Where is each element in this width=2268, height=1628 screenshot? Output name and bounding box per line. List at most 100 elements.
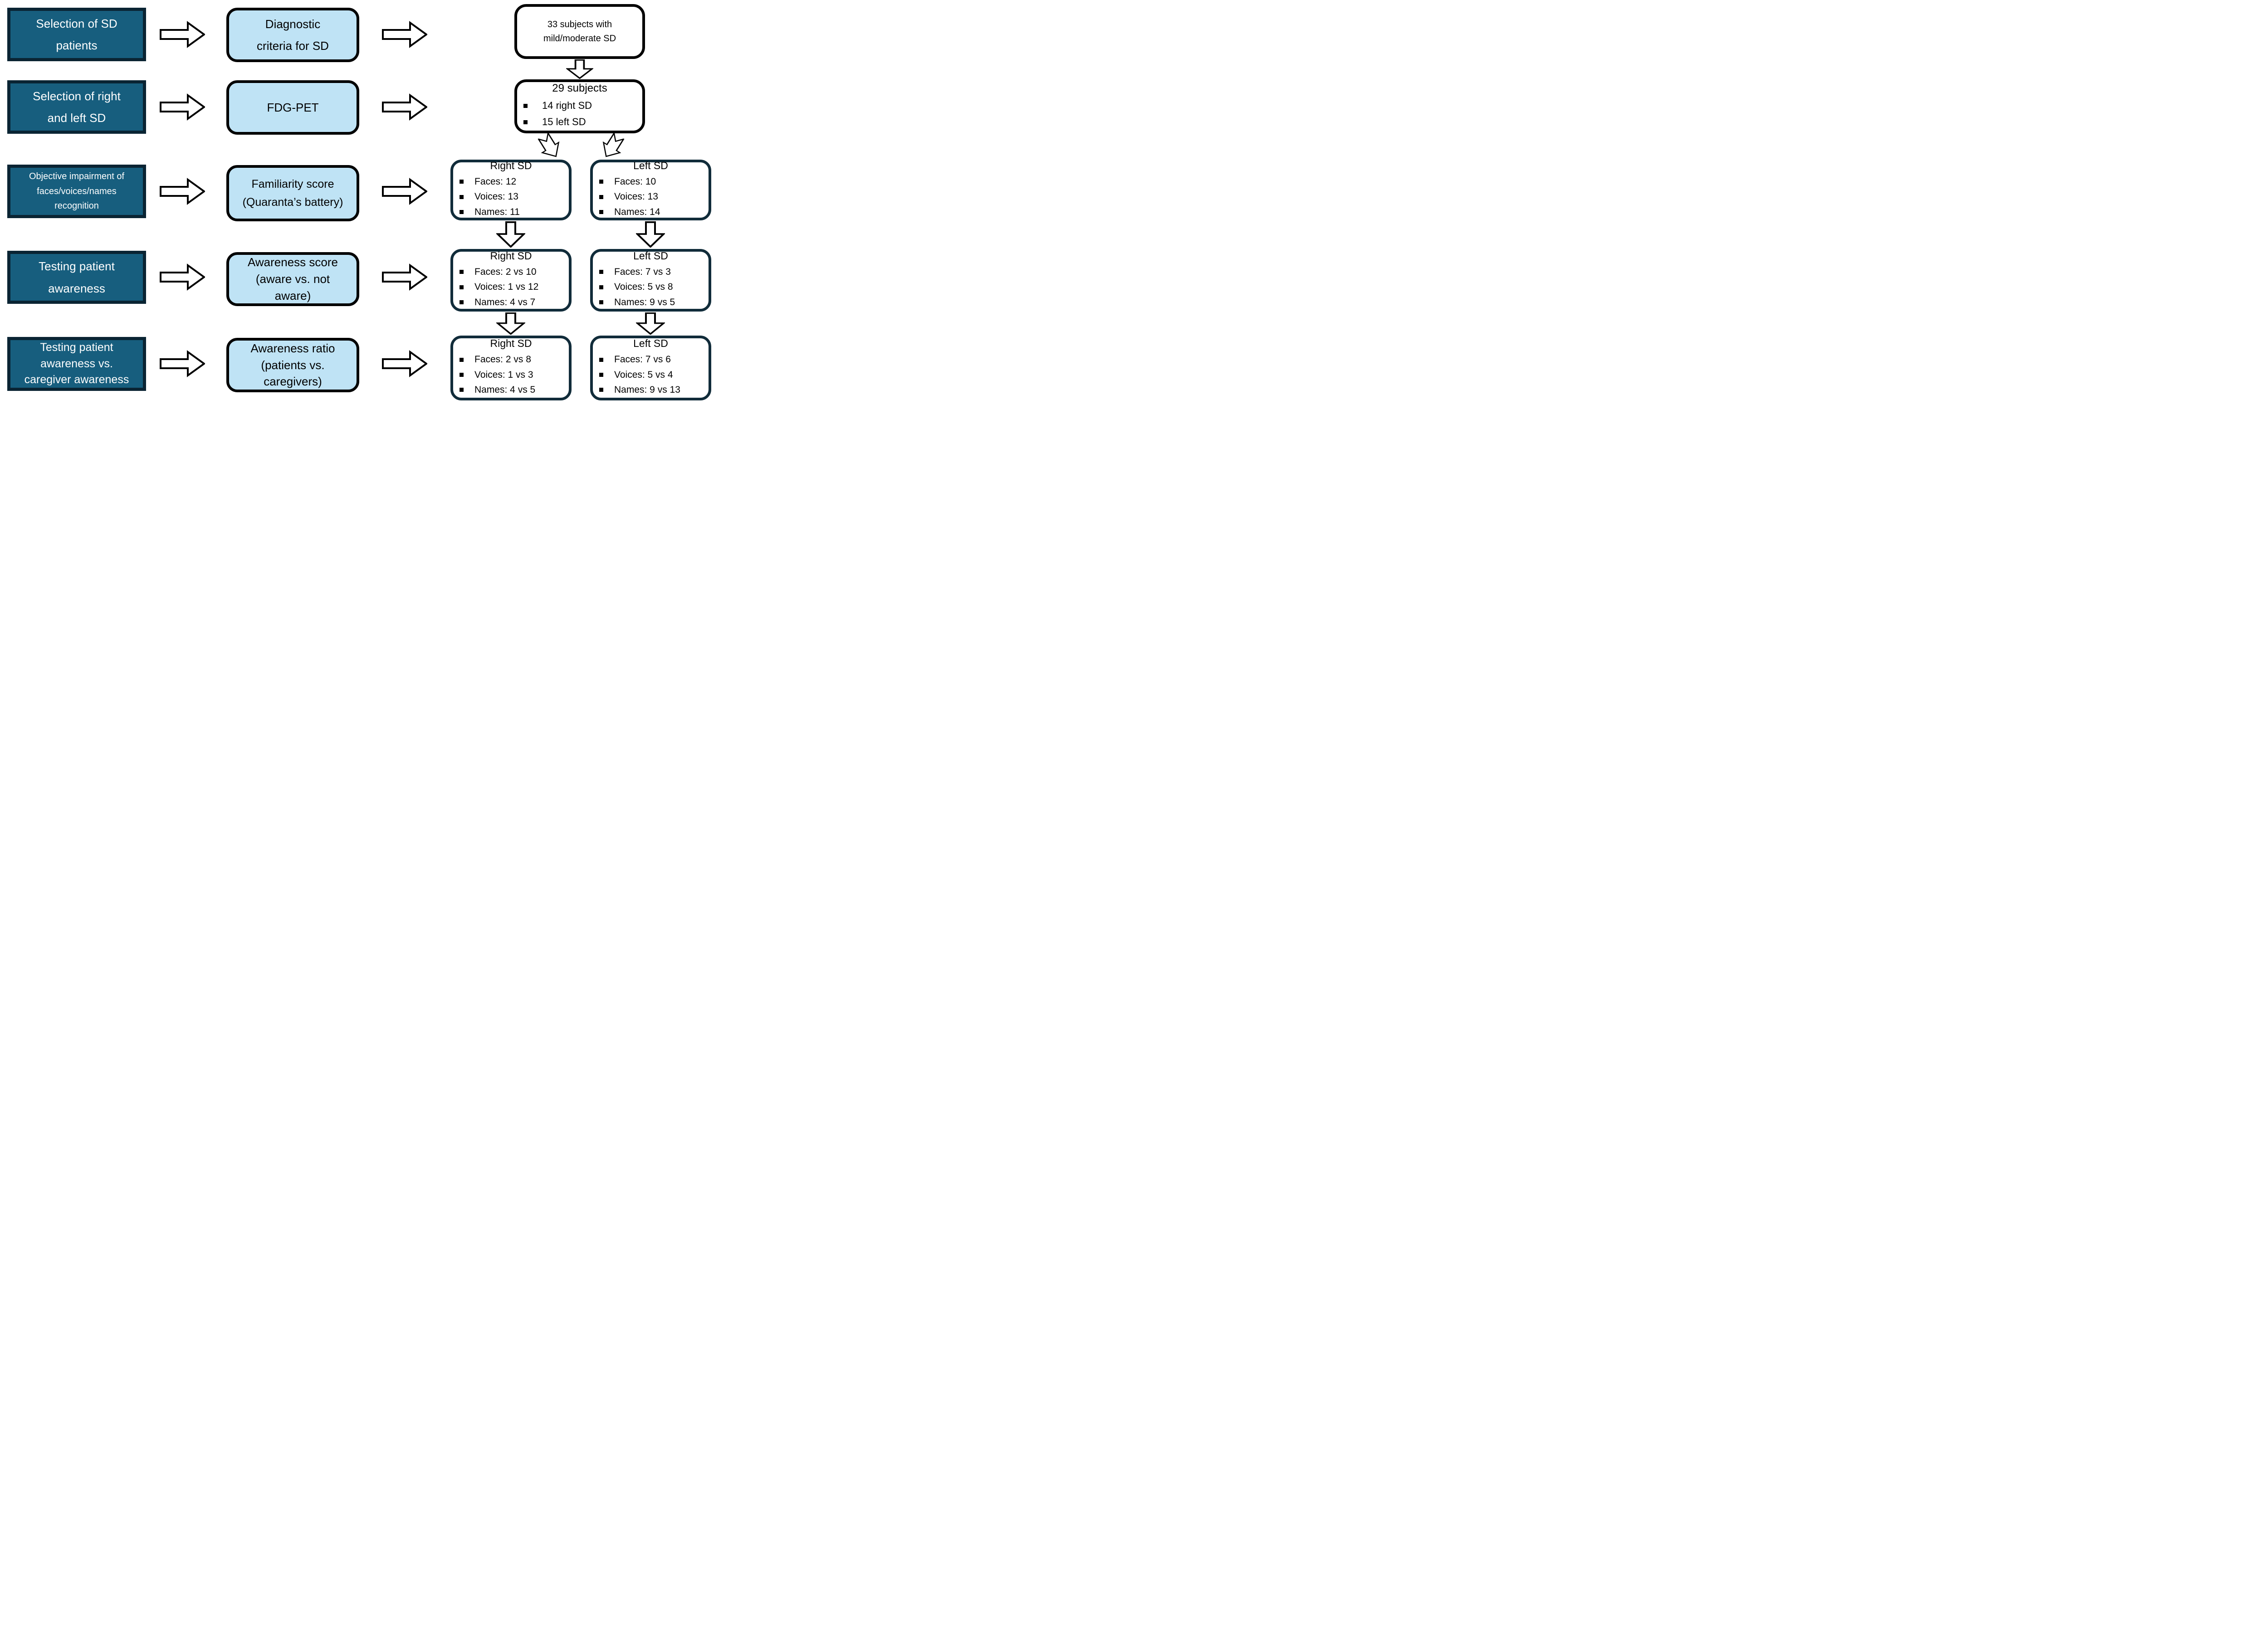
right-arrow-icon	[382, 263, 427, 291]
list-item-text: 15 left SD	[542, 116, 586, 127]
list-item-text: Names: 14	[614, 206, 660, 217]
result-box-familiarity-right-sd: Right SD Faces: 12 Voices: 13 Names: 11	[450, 160, 572, 220]
method-line: Awareness ratio	[250, 341, 335, 355]
list-item: Faces: 2 vs 8	[459, 353, 569, 366]
bullet-list: Faces: 7 vs 6 Voices: 5 vs 4 Names: 9 vs…	[593, 351, 709, 398]
list-item-text: Names: 9 vs 13	[614, 385, 680, 395]
stage-box-awareness-vs-caregiver: Testing patient awareness vs. caregiver …	[7, 337, 146, 391]
list-item: Voices: 5 vs 4	[599, 368, 709, 381]
square-bullet-icon	[599, 373, 603, 377]
flowchart-canvas: Selection of SD patients Diagnostic crit…	[0, 0, 717, 407]
method-line: caregivers)	[264, 375, 322, 389]
list-item: Names: 11	[459, 205, 569, 219]
square-bullet-icon	[459, 195, 464, 199]
list-item: Names: 14	[599, 205, 709, 219]
square-bullet-icon	[599, 357, 603, 362]
list-item-text: Names: 9 vs 5	[614, 297, 675, 307]
right-arrow-icon	[382, 21, 427, 48]
stage-line: Testing patient	[40, 341, 113, 354]
method-box-fdg-pet: FDG-PET	[226, 80, 359, 135]
stage-line: patients	[56, 39, 98, 52]
list-item-text: Names: 4 vs 7	[474, 297, 536, 307]
stage-line: Selection of right	[33, 89, 121, 103]
stage-box-selection-right-left-sd: Selection of right and left SD	[7, 80, 146, 134]
stage-line: and left SD	[47, 111, 106, 125]
square-bullet-icon	[599, 270, 603, 274]
method-box-awareness-score: Awareness score (aware vs. not aware)	[226, 252, 359, 306]
method-line: (Quaranta’s battery)	[242, 196, 343, 209]
right-arrow-icon	[160, 263, 205, 291]
method-line: criteria for SD	[257, 39, 329, 53]
method-line: Diagnostic	[265, 17, 321, 31]
list-item-text: Voices: 1 vs 3	[474, 369, 533, 380]
stage-box-selection-sd-patients: Selection of SD patients	[7, 8, 146, 61]
square-bullet-icon	[599, 285, 603, 289]
square-bullet-icon	[523, 104, 528, 108]
square-bullet-icon	[459, 357, 464, 362]
list-item: Names: 4 vs 5	[459, 383, 569, 396]
list-item: Faces: 10	[599, 175, 709, 188]
stage-box-objective-impairment: Objective impairment of faces/voices/nam…	[7, 165, 146, 218]
down-arrow-icon	[636, 312, 665, 335]
method-line: Familiarity score	[251, 177, 334, 190]
list-item-text: Faces: 12	[474, 176, 517, 187]
method-box-diagnostic-criteria: Diagnostic criteria for SD	[226, 8, 359, 62]
result-box-awareness-left-sd: Left SD Faces: 7 vs 3 Voices: 5 vs 8 Nam…	[590, 249, 711, 312]
pair-box-title: Right SD	[490, 159, 532, 171]
pair-box-title: Left SD	[633, 337, 668, 350]
square-bullet-icon	[459, 300, 464, 304]
right-arrow-icon	[382, 178, 427, 205]
list-item: Names: 9 vs 5	[599, 296, 709, 309]
square-bullet-icon	[599, 180, 603, 184]
list-item: Names: 9 vs 13	[599, 383, 709, 396]
pair-box-title: Left SD	[633, 159, 668, 171]
method-line: Awareness score	[248, 255, 338, 269]
bullet-list: Faces: 7 vs 3 Voices: 5 vs 8 Names: 9 vs…	[593, 263, 709, 311]
square-bullet-icon	[459, 270, 464, 274]
pair-box-title: Right SD	[490, 249, 532, 262]
stage-line: Selection of SD	[36, 16, 117, 30]
list-item: Voices: 13	[599, 190, 709, 203]
result-line: mild/moderate SD	[543, 33, 616, 44]
stage-line: awareness vs.	[40, 357, 113, 370]
list-item-text: Voices: 5 vs 8	[614, 282, 673, 292]
down-arrow-icon	[566, 59, 593, 79]
down-arrow-icon	[636, 221, 665, 248]
bullet-list: Faces: 12 Voices: 13 Names: 11	[453, 173, 569, 220]
list-item: 14 right SD	[523, 99, 642, 113]
stage-line: recognition	[54, 201, 99, 211]
right-arrow-icon	[160, 178, 205, 205]
result-box-familiarity-left-sd: Left SD Faces: 10 Voices: 13 Names: 14	[590, 160, 711, 220]
list-item-text: Voices: 13	[474, 191, 518, 202]
right-arrow-icon	[160, 93, 205, 121]
square-bullet-icon	[459, 210, 464, 214]
square-bullet-icon	[599, 210, 603, 214]
list-item: Faces: 2 vs 10	[459, 265, 569, 278]
list-item: Voices: 1 vs 12	[459, 280, 569, 293]
list-item: Faces: 7 vs 3	[599, 265, 709, 278]
result-box-title: 29 subjects	[552, 82, 607, 95]
bullet-list: Faces: 10 Voices: 13 Names: 14	[593, 173, 709, 220]
pair-box-title: Left SD	[633, 249, 668, 262]
square-bullet-icon	[459, 180, 464, 184]
result-box-29-subjects: 29 subjects 14 right SD 15 left SD	[514, 79, 645, 133]
down-arrow-icon	[496, 221, 525, 248]
bent-arrow-down-right-icon	[602, 132, 625, 157]
list-item: Faces: 7 vs 6	[599, 353, 709, 366]
square-bullet-icon	[459, 285, 464, 289]
stage-line: faces/voices/names	[37, 186, 117, 196]
bullet-list: Faces: 2 vs 10 Voices: 1 vs 12 Names: 4 …	[453, 263, 569, 311]
method-box-awareness-ratio: Awareness ratio (patients vs. caregivers…	[226, 338, 359, 392]
result-line: 33 subjects with	[547, 19, 612, 29]
list-item: Voices: 13	[459, 190, 569, 203]
result-box-awareness-right-sd: Right SD Faces: 2 vs 10 Voices: 1 vs 12 …	[450, 249, 572, 312]
list-item-text: Faces: 7 vs 3	[614, 266, 671, 277]
stage-line: Objective impairment of	[29, 171, 125, 182]
list-item-text: Faces: 2 vs 10	[474, 266, 537, 277]
stage-line: caregiver awareness	[24, 373, 129, 386]
list-item-text: Names: 11	[474, 206, 520, 217]
result-box-ratio-left-sd: Left SD Faces: 7 vs 6 Voices: 5 vs 4 Nam…	[590, 336, 711, 400]
list-item-text: Voices: 13	[614, 191, 658, 202]
square-bullet-icon	[599, 195, 603, 199]
list-item: Faces: 12	[459, 175, 569, 188]
